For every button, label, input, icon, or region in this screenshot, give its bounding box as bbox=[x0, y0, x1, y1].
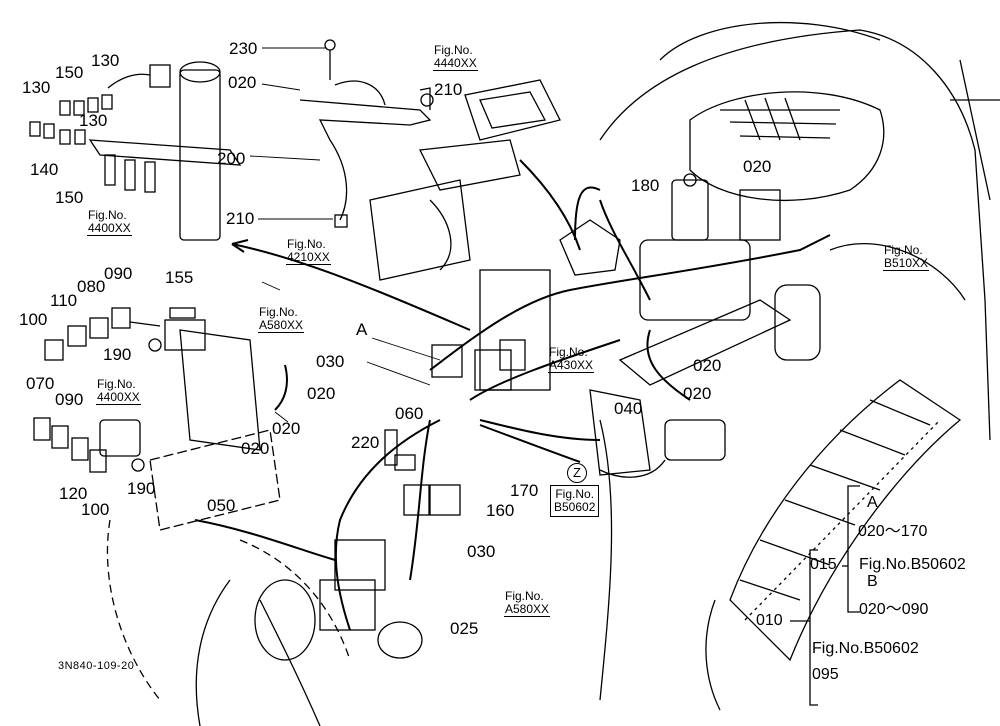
leader-lines bbox=[249, 47, 441, 423]
fig-ref-4400xx: Fig.No.4400XX bbox=[96, 377, 141, 405]
part-label-020: 020 bbox=[241, 439, 270, 458]
part-label-025: 025 bbox=[450, 619, 479, 638]
legend-a-fig: Fig.No.B50602 bbox=[859, 556, 966, 573]
part-label-130: 130 bbox=[79, 111, 108, 130]
part-label-030: 030 bbox=[316, 352, 345, 371]
legend-010: 010 bbox=[756, 612, 783, 629]
part-label-020: 020 bbox=[693, 356, 722, 375]
part-label-150: 150 bbox=[55, 63, 84, 82]
part-label-220: 220 bbox=[351, 433, 380, 452]
arrows bbox=[194, 159, 581, 561]
legend-095: 095 bbox=[812, 666, 839, 683]
legend-a: A bbox=[867, 494, 878, 511]
part-label-230: 230 bbox=[229, 39, 258, 58]
fig-ref-4210xx: Fig.No.4210XX bbox=[286, 237, 331, 265]
legend-b-range: 020～090 bbox=[859, 601, 929, 618]
legend-bracket bbox=[790, 485, 860, 706]
hood-outline bbox=[599, 21, 1000, 701]
part-label-020: 020 bbox=[743, 157, 772, 176]
lower-frame bbox=[106, 429, 423, 726]
fig-ref-a580xx: Fig.No.A580XX bbox=[258, 305, 305, 333]
part-label-200: 200 bbox=[217, 149, 246, 168]
callout-a: A bbox=[356, 320, 368, 339]
part-label-130: 130 bbox=[22, 78, 51, 97]
part-label-170: 170 bbox=[510, 481, 539, 500]
front-grille bbox=[705, 379, 962, 711]
part-label-110: 110 bbox=[50, 291, 78, 310]
part-label-100: 100 bbox=[19, 310, 48, 329]
part-label-150: 150 bbox=[55, 188, 84, 207]
legend-015: 015 bbox=[810, 556, 837, 573]
relay-bracket bbox=[384, 269, 551, 516]
part-label-020: 020 bbox=[272, 419, 301, 438]
part-label-190: 190 bbox=[127, 479, 156, 498]
fig-ref-a580xx: Fig.No.A580XX bbox=[504, 589, 551, 617]
part-label-130: 130 bbox=[91, 51, 120, 70]
part-label-070: 070 bbox=[26, 374, 55, 393]
fuse-box bbox=[29, 61, 242, 241]
part-label-050: 050 bbox=[207, 496, 236, 515]
part-label-020: 020 bbox=[228, 73, 257, 92]
part-label-190: 190 bbox=[103, 345, 132, 364]
drawing-code: 3N840-109-20 bbox=[58, 660, 135, 672]
fig-ref-b510xx: Fig.No.B510XX bbox=[883, 243, 930, 271]
part-label-120: 120 bbox=[59, 484, 88, 503]
part-label-020: 020 bbox=[307, 384, 336, 403]
fig-ref-a430xx: Fig.No.A430XX bbox=[548, 345, 595, 373]
legend-a-range: 020～170 bbox=[858, 523, 928, 540]
engine-block bbox=[559, 173, 821, 478]
part-label-160: 160 bbox=[486, 501, 515, 520]
legend-fig: Fig.No.B50602 bbox=[812, 640, 919, 657]
part-label-210: 210 bbox=[434, 80, 463, 99]
fig-ref-4440xx: Fig.No.4440XX bbox=[433, 43, 478, 71]
part-label-090: 090 bbox=[55, 390, 84, 409]
part-label-155: 155 bbox=[165, 268, 194, 287]
part-label-030: 030 bbox=[467, 542, 496, 561]
part-label-060: 060 bbox=[395, 404, 424, 423]
part-label-080: 080 bbox=[77, 277, 106, 296]
part-label-210: 210 bbox=[226, 209, 255, 228]
legend-b: B bbox=[867, 573, 878, 590]
callout-z: Z bbox=[567, 463, 587, 483]
part-label-140: 140 bbox=[30, 160, 59, 179]
relay-plate bbox=[33, 307, 261, 473]
mounting-bracket bbox=[299, 39, 561, 281]
part-label-040: 040 bbox=[614, 399, 643, 418]
part-label-100: 100 bbox=[81, 500, 110, 519]
part-label-090: 090 bbox=[104, 264, 133, 283]
fig-ref-box-b50602: Fig.No.B50602 bbox=[550, 485, 600, 517]
wiring-harness bbox=[334, 186, 831, 631]
part-label-180: 180 bbox=[631, 176, 660, 195]
fig-ref-4400xx: Fig.No.4400XX bbox=[87, 208, 132, 236]
part-label-020: 020 bbox=[683, 384, 712, 403]
